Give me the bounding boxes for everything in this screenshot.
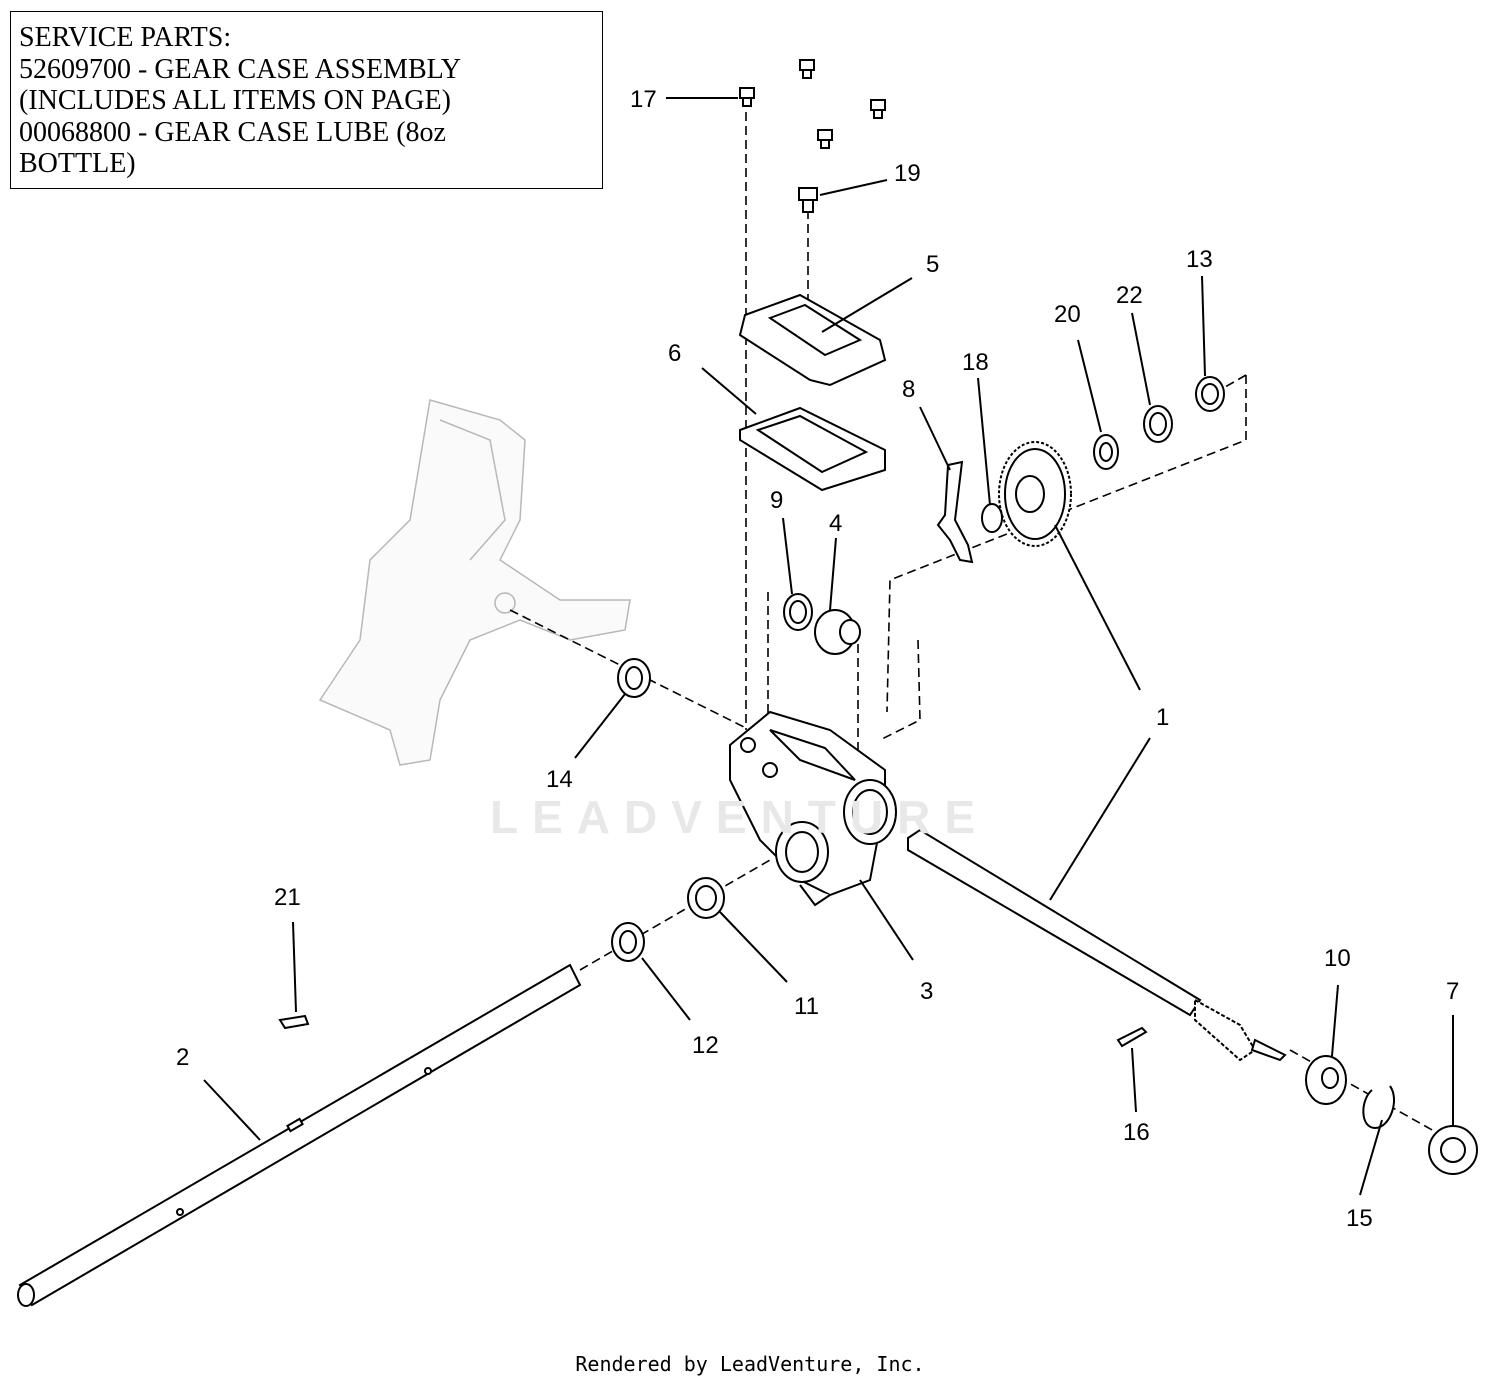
leader-lines xyxy=(203,97,1454,1196)
cap-7 xyxy=(1428,1125,1478,1175)
callout-1: 1 xyxy=(1156,704,1170,731)
callout-15: 15 xyxy=(1346,1205,1373,1232)
callout-17: 17 xyxy=(630,86,657,113)
retaining-ring-15 xyxy=(1362,1085,1395,1130)
auger-shaft xyxy=(17,963,582,1307)
service-part-line: 00068800 - GEAR CASE LUBE (8oz xyxy=(19,116,446,148)
bearing-22 xyxy=(1143,405,1173,443)
service-parts-heading: SERVICE PARTS: xyxy=(19,22,232,53)
cover-inner xyxy=(767,303,863,357)
bolt-c xyxy=(817,129,833,149)
pin-16 xyxy=(1116,1026,1148,1048)
impeller-ghost xyxy=(318,399,631,766)
callout-7: 7 xyxy=(1446,978,1460,1005)
bolt-19 xyxy=(798,187,818,213)
bushing-4 xyxy=(814,609,861,655)
key-21 xyxy=(278,1014,310,1030)
bearing-13 xyxy=(1195,376,1225,412)
callout-12: 12 xyxy=(692,1032,719,1059)
callout-11: 11 xyxy=(794,993,819,1020)
service-parts-box: SERVICE PARTS: 52609700 - GEAR CASE ASSE… xyxy=(10,11,603,189)
assembly-lines xyxy=(509,112,1451,1141)
callout-22: 22 xyxy=(1116,282,1143,309)
watermark: LEADVENTURE xyxy=(490,791,990,843)
thrust-washer-9 xyxy=(783,593,813,631)
gasket-inner xyxy=(755,414,869,474)
callout-13: 13 xyxy=(1186,246,1213,273)
callout-10: 10 xyxy=(1324,945,1351,972)
bearing-12 xyxy=(611,922,645,962)
callout-4: 4 xyxy=(829,510,843,537)
callout-16: 16 xyxy=(1123,1119,1150,1146)
bearing-14 xyxy=(617,658,651,698)
footer-credit: Rendered by LeadVenture, Inc. xyxy=(575,1352,925,1376)
ring-18 xyxy=(981,503,1003,533)
callout-2: 2 xyxy=(176,1044,190,1071)
bolt-a xyxy=(799,59,815,79)
washer-20 xyxy=(1093,434,1119,470)
gear-case-housing xyxy=(729,710,897,907)
callout-8: 8 xyxy=(902,376,916,403)
worm-gear xyxy=(998,441,1072,547)
callout-21: 21 xyxy=(274,884,301,911)
callout-14: 14 xyxy=(546,766,573,793)
worm-shaft xyxy=(907,828,1287,1062)
service-part-line: 52609700 - GEAR CASE ASSEMBLY xyxy=(19,53,462,85)
service-part-line: BOTTLE) xyxy=(19,148,136,179)
callout-19: 19 xyxy=(894,160,921,187)
bolt-b xyxy=(870,99,886,119)
callout-6: 6 xyxy=(668,340,682,367)
callout-5: 5 xyxy=(926,251,940,278)
callout-9: 9 xyxy=(770,487,784,514)
callout-3: 3 xyxy=(920,978,934,1005)
service-part-line: (INCLUDES ALL ITEMS ON PAGE) xyxy=(19,85,451,116)
bearing-11 xyxy=(687,877,725,919)
bushing-10 xyxy=(1305,1055,1347,1105)
keeper xyxy=(936,460,974,564)
callout-20: 20 xyxy=(1054,301,1081,328)
bolt-17 xyxy=(739,87,755,107)
callout-18: 18 xyxy=(962,349,989,376)
